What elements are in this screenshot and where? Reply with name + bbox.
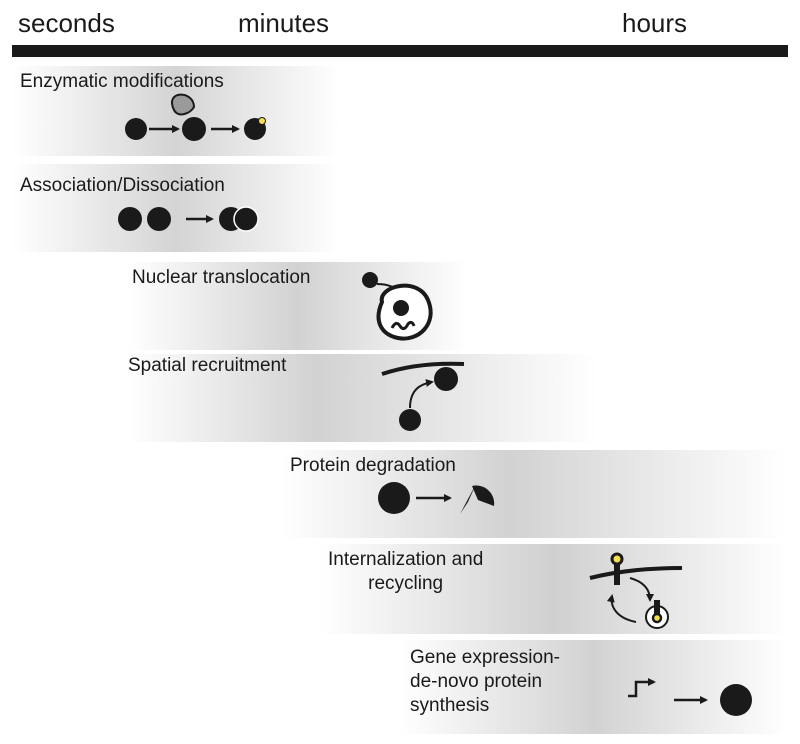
process-label-degradation: Protein degradation [290,455,456,476]
band-protein-degradation: Protein degradation [282,450,788,538]
protein-degradation-icon [378,482,495,514]
band-internalization-recycling: Internalization and recycling [320,544,788,634]
band-nuclear-translocation: Nuclear translocation [128,262,468,350]
band-spatial-recruitment: Spatial recruitment [128,354,598,442]
band-enzymatic-modifications: Enzymatic modifications [12,66,340,156]
timescale-hours: hours [622,8,688,38]
process-label-association: Association/Dissociation [20,175,225,196]
spatial-recruitment-icon [381,361,465,431]
process-label-internalization: Internalization and recycling [328,549,484,594]
gene-expression-icon [628,678,752,716]
process-label-enzymatic: Enzymatic modifications [20,71,224,92]
timescale-seconds: seconds [18,8,115,38]
process-label-spatial: Spatial recruitment [128,355,287,376]
timescale-minutes: minutes [238,8,330,38]
band-association-dissociation: Association/Dissociation [12,164,340,252]
nuclear-translocation-icon [362,272,433,341]
enzymatic-modification-icon [125,93,266,141]
process-label-gene: Gene expression- de-novo protein synthes… [410,647,560,716]
band-gene-expression: Gene expression- de-novo protein synthes… [400,640,788,734]
internalization-recycling-icon [589,552,683,629]
process-label-nuclear: Nuclear translocation [132,267,311,288]
time-axis-bar [12,45,788,57]
association-icon [118,206,259,232]
